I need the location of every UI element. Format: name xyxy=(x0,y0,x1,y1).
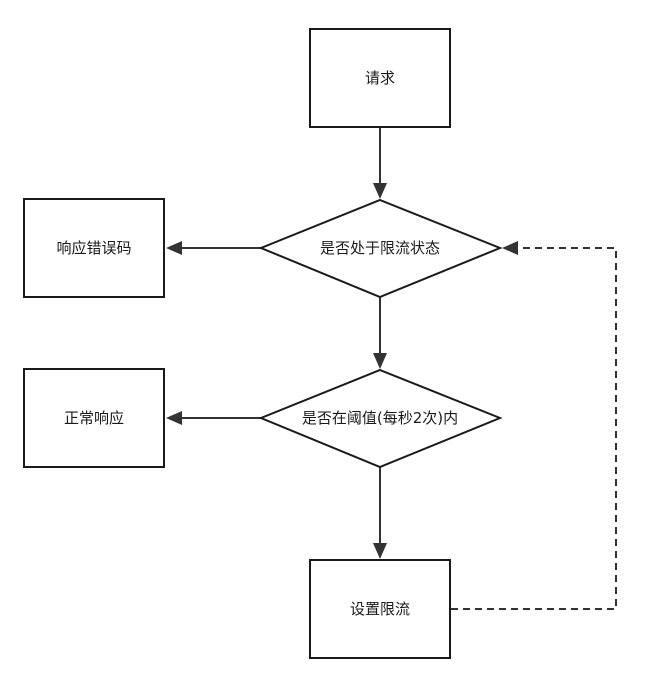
node-is-limited: 是否处于限流状态 xyxy=(258,198,503,299)
node-error-code: 响应错误码 xyxy=(23,198,165,298)
edges xyxy=(166,128,617,610)
edge-request-to-is-limited xyxy=(373,128,387,199)
node-normal-response-label: 正常响应 xyxy=(64,409,124,427)
edge-within-threshold-to-normal-response xyxy=(166,411,261,425)
node-request-label: 请求 xyxy=(365,69,395,87)
node-set-limit: 设置限流 xyxy=(309,559,451,659)
node-within-threshold: 是否在阈值(每秒2次)内 xyxy=(258,368,503,469)
node-error-code-label: 响应错误码 xyxy=(56,239,131,257)
edge-set-limit-to-is-limited-dashed xyxy=(451,241,617,610)
edge-within-threshold-to-set-limit xyxy=(373,467,387,559)
node-request: 请求 xyxy=(309,28,451,128)
node-set-limit-label: 设置限流 xyxy=(350,600,410,618)
node-normal-response: 正常响应 xyxy=(23,368,165,468)
edge-is-limited-to-within-threshold xyxy=(373,297,387,369)
node-within-threshold-label: 是否在阈值(每秒2次)内 xyxy=(302,409,458,427)
node-is-limited-label: 是否处于限流状态 xyxy=(320,239,440,257)
edge-is-limited-to-error-code xyxy=(166,241,261,255)
